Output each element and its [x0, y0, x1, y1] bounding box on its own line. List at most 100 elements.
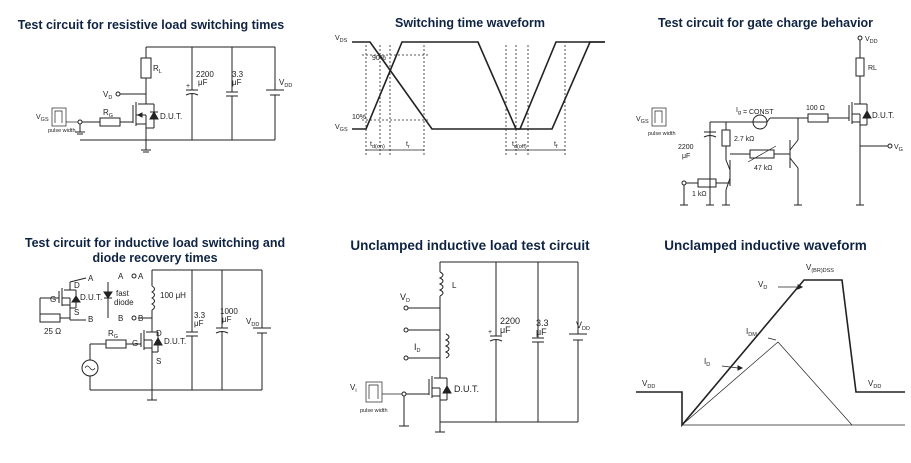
panel-inductive-switching-circuit: Test circuit for inductive load switchin… — [0, 230, 310, 463]
svg-text:RL: RL — [153, 64, 162, 75]
svg-text:VG: VG — [894, 144, 903, 153]
svg-text:VD: VD — [400, 292, 410, 304]
svg-text:μF: μF — [222, 315, 232, 324]
vd-trace — [636, 279, 905, 428]
svg-text:25 Ω: 25 Ω — [44, 327, 61, 336]
svg-text:RG: RG — [103, 108, 113, 119]
svg-text:+: + — [488, 329, 492, 336]
svg-text:+: + — [186, 83, 190, 90]
svg-text:VGS: VGS — [636, 116, 649, 125]
svg-text:VGS: VGS — [335, 124, 348, 133]
svg-text:VDD: VDD — [865, 36, 878, 45]
svg-text:1 kΩ: 1 kΩ — [692, 191, 707, 198]
svg-text:μF: μF — [194, 319, 204, 328]
svg-text:pulse width: pulse width — [648, 131, 676, 137]
svg-text:fast: fast — [116, 289, 130, 298]
svg-text:VDD: VDD — [868, 379, 881, 390]
switching-waveform-plot: VDS VGS 90% 10% td(on) tr td(off) tf — [335, 35, 605, 155]
svg-text:μF: μF — [500, 325, 511, 335]
svg-text:VDD: VDD — [642, 379, 655, 390]
panel-title: Test circuit for resistive load switchin… — [17, 18, 285, 32]
svg-text:Ig = CONST: Ig = CONST — [736, 107, 774, 116]
svg-text:tr: tr — [406, 141, 410, 150]
svg-text:D.U.T.: D.U.T. — [872, 111, 894, 120]
panel-unclamped-waveform: Unclamped inductive waveform V(BR)DSS VD… — [620, 230, 911, 463]
svg-text:VDD: VDD — [246, 317, 259, 328]
panel-gate-charge-circuit: Test circuit for gate charge behavior VD… — [620, 0, 911, 230]
svg-text:A: A — [118, 272, 124, 281]
panel-title-line-1: Test circuit for inductive load switchin… — [24, 236, 286, 250]
svg-text:D: D — [156, 329, 162, 338]
svg-text:47 kΩ: 47 kΩ — [754, 165, 772, 172]
svg-text:3.3: 3.3 — [536, 318, 549, 328]
svg-text:100 μH: 100 μH — [160, 291, 186, 300]
svg-text:90%: 90% — [372, 55, 386, 62]
svg-text:VGS: VGS — [36, 114, 49, 123]
svg-text:B: B — [118, 314, 123, 323]
capacitor-3-3uf — [226, 47, 238, 140]
panel-switching-waveform: Switching time waveform VDS VGS 90% — [320, 0, 620, 230]
svg-text:td(on): td(on) — [370, 141, 385, 150]
svg-text:2200: 2200 — [678, 144, 694, 151]
svg-text:pulse width: pulse width — [360, 408, 388, 414]
panel-title: Switching time waveform — [394, 16, 546, 30]
svg-text:μF: μF — [198, 78, 208, 87]
vdd-source — [266, 47, 284, 140]
gate-resistor — [99, 117, 121, 127]
resistive-schematic: RL VD D.U.T. — [36, 46, 292, 153]
svg-text:L: L — [452, 281, 457, 290]
svg-text:diode: diode — [114, 298, 134, 307]
mosfet-dut — [132, 94, 159, 140]
svg-text:A: A — [138, 272, 144, 281]
svg-text:μF: μF — [536, 327, 547, 337]
unclamped-schematic: L VD ID — [350, 261, 590, 433]
svg-text:A: A — [88, 274, 94, 283]
vgs-trace — [352, 41, 605, 130]
panel-title-line-2: diode recovery times — [92, 251, 218, 265]
unclamped-waveform-plot: V(BR)DSS VD IDM ID VDD VDD — [636, 263, 905, 428]
svg-text:μF: μF — [232, 78, 242, 87]
svg-text:3.3: 3.3 — [194, 311, 206, 320]
svg-text:D.U.T.: D.U.T. — [80, 293, 102, 302]
svg-text:3.3: 3.3 — [232, 70, 244, 79]
panel-title: Unclamped inductive load test circuit — [350, 238, 590, 253]
svg-text:Vi: Vi — [350, 383, 357, 394]
svg-text:IDM: IDM — [746, 327, 757, 338]
id-trace — [681, 341, 853, 426]
svg-text:RL: RL — [868, 65, 877, 72]
svg-text:S: S — [74, 308, 79, 317]
panel-title: Test circuit for gate charge behavior — [657, 16, 874, 30]
svg-text:D: D — [74, 281, 80, 290]
vds-trace — [352, 41, 605, 130]
svg-text:D.U.T.: D.U.T. — [160, 112, 182, 121]
inductive-schematic: A D D.U.T. G S B 25 Ω A A — [39, 269, 271, 401]
svg-text:B: B — [88, 315, 93, 324]
svg-text:D.U.T.: D.U.T. — [454, 384, 479, 394]
svg-text:2200: 2200 — [196, 70, 214, 79]
svg-text:td(off): td(off) — [512, 141, 527, 150]
mosfet-dut — [848, 102, 872, 205]
load-resistor — [140, 57, 152, 79]
svg-text:VDS: VDS — [335, 35, 348, 44]
svg-text:S: S — [156, 357, 161, 366]
panel-unclamped-inductive-circuit: Unclamped inductive load test circuit L … — [320, 230, 620, 463]
svg-text:V(BR)DSS: V(BR)DSS — [806, 263, 834, 274]
svg-text:VDD: VDD — [576, 320, 590, 332]
svg-text:VDD: VDD — [279, 78, 292, 89]
svg-text:VD: VD — [758, 280, 767, 291]
svg-text:pulse width: pulse width — [48, 128, 76, 134]
svg-text:μF: μF — [682, 153, 690, 160]
svg-text:2200: 2200 — [500, 316, 520, 326]
panel-resistive-test-circuit: Test circuit for resistive load switchin… — [0, 0, 300, 230]
svg-text:100 Ω: 100 Ω — [806, 105, 825, 112]
gate-charge-schematic: VDD RL D.U.T. VG — [636, 35, 903, 206]
capacitor-2200uf: + — [185, 47, 199, 140]
svg-text:1000: 1000 — [220, 307, 238, 316]
svg-text:G: G — [50, 295, 56, 304]
svg-text:VD: VD — [103, 90, 112, 101]
svg-text:2.7 kΩ: 2.7 kΩ — [734, 136, 754, 143]
svg-text:10%: 10% — [352, 114, 366, 121]
svg-text:ID: ID — [704, 357, 710, 368]
svg-text:RG: RG — [108, 329, 118, 340]
